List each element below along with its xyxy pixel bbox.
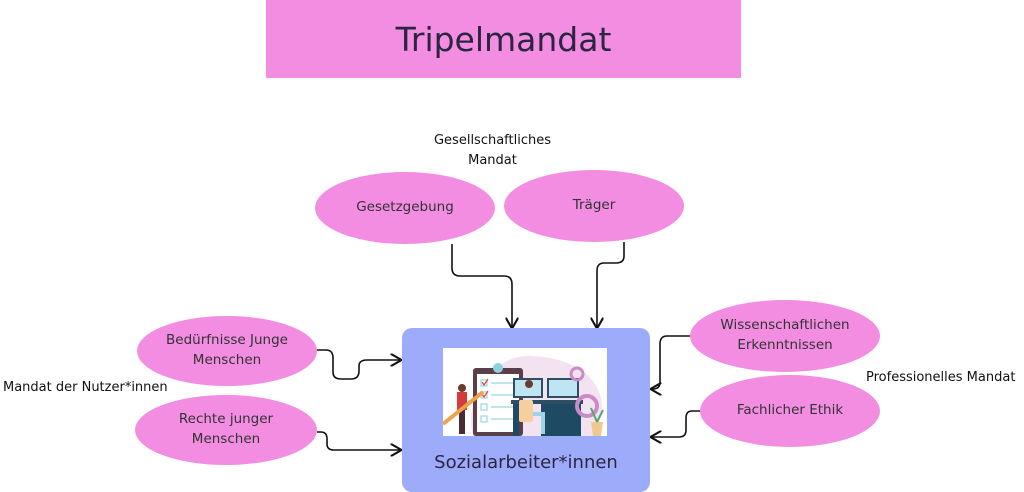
- node-beduerfnisse: Bedürfnisse Junge Menschen: [137, 316, 317, 386]
- social-worker-illustration: [441, 348, 607, 436]
- page-title: Tripelmandat: [395, 19, 612, 59]
- center-label: Sozialarbeiter*innen: [434, 452, 618, 473]
- node-label: Bedürfnisse Junge Menschen: [166, 332, 288, 368]
- node-label: Träger: [572, 197, 616, 214]
- connector-wissenschaft: [652, 335, 690, 389]
- node-label: Rechte junger Menschen: [178, 411, 274, 447]
- node-rechte: Rechte junger Menschen: [135, 395, 317, 465]
- node-traeger: Träger: [504, 170, 684, 242]
- node-wissenschaft: Wissenschaftlichen Erkenntnissen: [690, 300, 880, 372]
- group-label-professional: Professionelles Mandat: [866, 370, 1016, 385]
- group-label-societal: Gesellschaftliches Mandat: [433, 133, 552, 168]
- node-label: Gesetzgebung: [356, 199, 454, 216]
- node-label: Wissenschaftlichen Erkenntnissen: [720, 317, 850, 353]
- node-ethik: Fachlicher Ethik: [700, 375, 880, 447]
- node-label: Fachlicher Ethik: [736, 402, 844, 419]
- connector-ethik: [652, 410, 700, 437]
- connector-traeger: [597, 242, 625, 327]
- connector-rechte: [317, 431, 400, 450]
- group-label-users: Mandat der Nutzer*innen: [3, 380, 168, 395]
- connector-gesetzgebung: [451, 244, 512, 327]
- center-box: Sozialarbeiter*innen: [402, 328, 650, 492]
- connector-beduerfnisse: [317, 349, 400, 380]
- node-gesetzgebung: Gesetzgebung: [315, 172, 495, 244]
- title-banner: Tripelmandat: [266, 0, 741, 78]
